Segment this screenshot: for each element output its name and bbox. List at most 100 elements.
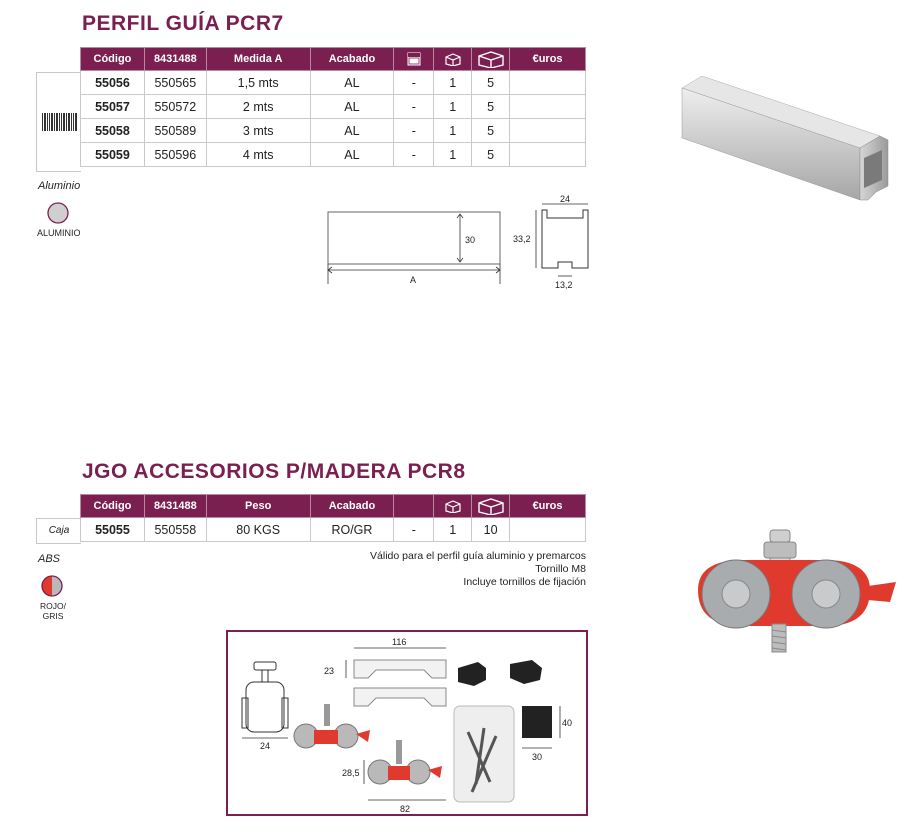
dim-plate-height: 40 [562, 718, 572, 728]
section1-table: Código 8431488 Medida A Acabado €uros 55… [80, 47, 586, 167]
swatch-label: ALUMINIO [37, 228, 81, 238]
cell-acabado: RO/GR [309, 517, 395, 542]
table-row: 55055 550558 80 KGS RO/GR - 1 10 [80, 517, 586, 542]
header-carton [471, 494, 511, 518]
cell-ean: 550572 [143, 94, 207, 119]
material-label: Aluminio [38, 180, 81, 192]
swatch-label-line2: GRIS [42, 611, 64, 621]
note-line: Válido para el perfil guía aluminio y pr… [370, 550, 586, 562]
roller-assembly-image [698, 529, 896, 653]
cell-col-b: 1 [433, 118, 473, 143]
cell-codigo: 55058 [80, 118, 145, 143]
cell-col-b: 1 [433, 70, 473, 95]
cell-euros [509, 142, 586, 167]
header-ean: 8431488 [143, 47, 207, 71]
cell-peso: 80 KGS [205, 517, 311, 542]
kit-drawing-svg: 24 116 23 40 30 [241, 637, 572, 814]
cell-col-b: 1 [433, 94, 473, 119]
cell-medida: 2 mts [205, 94, 311, 119]
cell-codigo: 55057 [80, 94, 145, 119]
profile-dimension-drawing: 30 A 24 33,2 13,2 [327, 194, 589, 290]
box-icon [445, 53, 461, 66]
cell-col-a: - [393, 118, 435, 143]
row-label-caja: Caja [36, 518, 81, 544]
dim-wheel-width: 24 [260, 741, 270, 751]
cell-col-b: 1 [433, 142, 473, 167]
cell-euros [509, 517, 586, 542]
header-medida: Medida A [205, 47, 311, 71]
header-oven [393, 47, 435, 71]
dim-width-bottom: 13,2 [555, 280, 573, 290]
section2-title: JGO ACCESORIOS P/MADERA PCR8 [82, 460, 466, 483]
dim-assembly-width: 82 [400, 804, 410, 814]
dim-height: 30 [465, 235, 475, 245]
note-line: Incluye tornillos de fijación [463, 576, 586, 588]
header-carton [471, 47, 511, 71]
aluminio-swatch [47, 202, 69, 224]
header-box [433, 494, 473, 518]
table-row: 55057 550572 2 mts AL - 1 5 [80, 94, 586, 119]
dim-assembly-height: 28,5 [342, 768, 360, 778]
cell-acabado: AL [309, 94, 395, 119]
barcode-cell [36, 72, 81, 172]
cell-acabado: AL [309, 118, 395, 143]
table-row: 55059 550596 4 mts AL - 1 5 [80, 142, 586, 167]
dim-plate-width: 30 [532, 752, 542, 762]
roller-assembly-small [293, 704, 370, 749]
header-euros: €uros [509, 494, 586, 518]
dim-width-top: 24 [560, 194, 570, 204]
cell-codigo: 55056 [80, 70, 145, 95]
header-acabado: Acabado [309, 47, 395, 71]
cell-euros [509, 94, 586, 119]
material-label: ABS [38, 553, 61, 565]
table-row: 55056 550565 1,5 mts AL - 1 5 [80, 70, 586, 95]
dim-bracket-width: 116 [392, 637, 406, 647]
cell-col-a: - [393, 94, 435, 119]
aluminum-profile-image [681, 75, 889, 201]
header-ean: 8431488 [143, 494, 207, 518]
swatch-label-line1: ROJO/ [40, 601, 66, 611]
cell-codigo: 55055 [80, 517, 145, 542]
cell-col-c: 5 [471, 118, 511, 143]
cell-ean: 550596 [143, 142, 207, 167]
cell-acabado: AL [309, 142, 395, 167]
oven-icon [407, 52, 421, 66]
cell-ean: 550589 [143, 118, 207, 143]
header-acabado: Acabado [309, 494, 395, 518]
cell-euros [509, 118, 586, 143]
cell-col-c: 5 [471, 94, 511, 119]
header-codigo: Código [80, 47, 145, 71]
cell-medida: 1,5 mts [205, 70, 311, 95]
product-notes: Válido para el perfil guía aluminio y pr… [300, 550, 586, 589]
cell-ean: 550565 [143, 70, 207, 95]
cell-medida: 4 mts [205, 142, 311, 167]
accessory-kit-drawing: 24 116 23 40 30 [226, 630, 588, 816]
header-peso: Peso [205, 494, 311, 518]
roller-assembly-large [367, 740, 442, 785]
cell-ean: 550558 [143, 517, 207, 542]
cell-col-b: 1 [433, 517, 473, 542]
dim-length: A [410, 275, 416, 285]
section1-title: PERFIL GUÍA PCR7 [82, 12, 284, 35]
barcode-icon [42, 113, 77, 131]
dim-side: 33,2 [513, 234, 531, 244]
cell-medida: 3 mts [205, 118, 311, 143]
cell-euros [509, 70, 586, 95]
note-line: Tornillo M8 [535, 563, 586, 575]
header-blank [393, 494, 435, 518]
swatch-label: ROJO/ GRIS [38, 601, 68, 621]
section2-table: Código 8431488 Peso Acabado €uros 55055 … [80, 494, 586, 542]
cell-col-a: - [393, 70, 435, 95]
cell-col-a: - [393, 142, 435, 167]
header-codigo: Código [80, 494, 145, 518]
cell-col-c: 10 [471, 517, 511, 542]
cell-col-c: 5 [471, 70, 511, 95]
cell-acabado: AL [309, 70, 395, 95]
rojo-gris-swatch [41, 575, 63, 597]
header-euros: €uros [509, 47, 586, 71]
cell-codigo: 55059 [80, 142, 145, 167]
table-row: 55058 550589 3 mts AL - 1 5 [80, 118, 586, 143]
header-box [433, 47, 473, 71]
dim-bracket-height: 23 [324, 666, 334, 676]
box-icon [445, 500, 461, 513]
